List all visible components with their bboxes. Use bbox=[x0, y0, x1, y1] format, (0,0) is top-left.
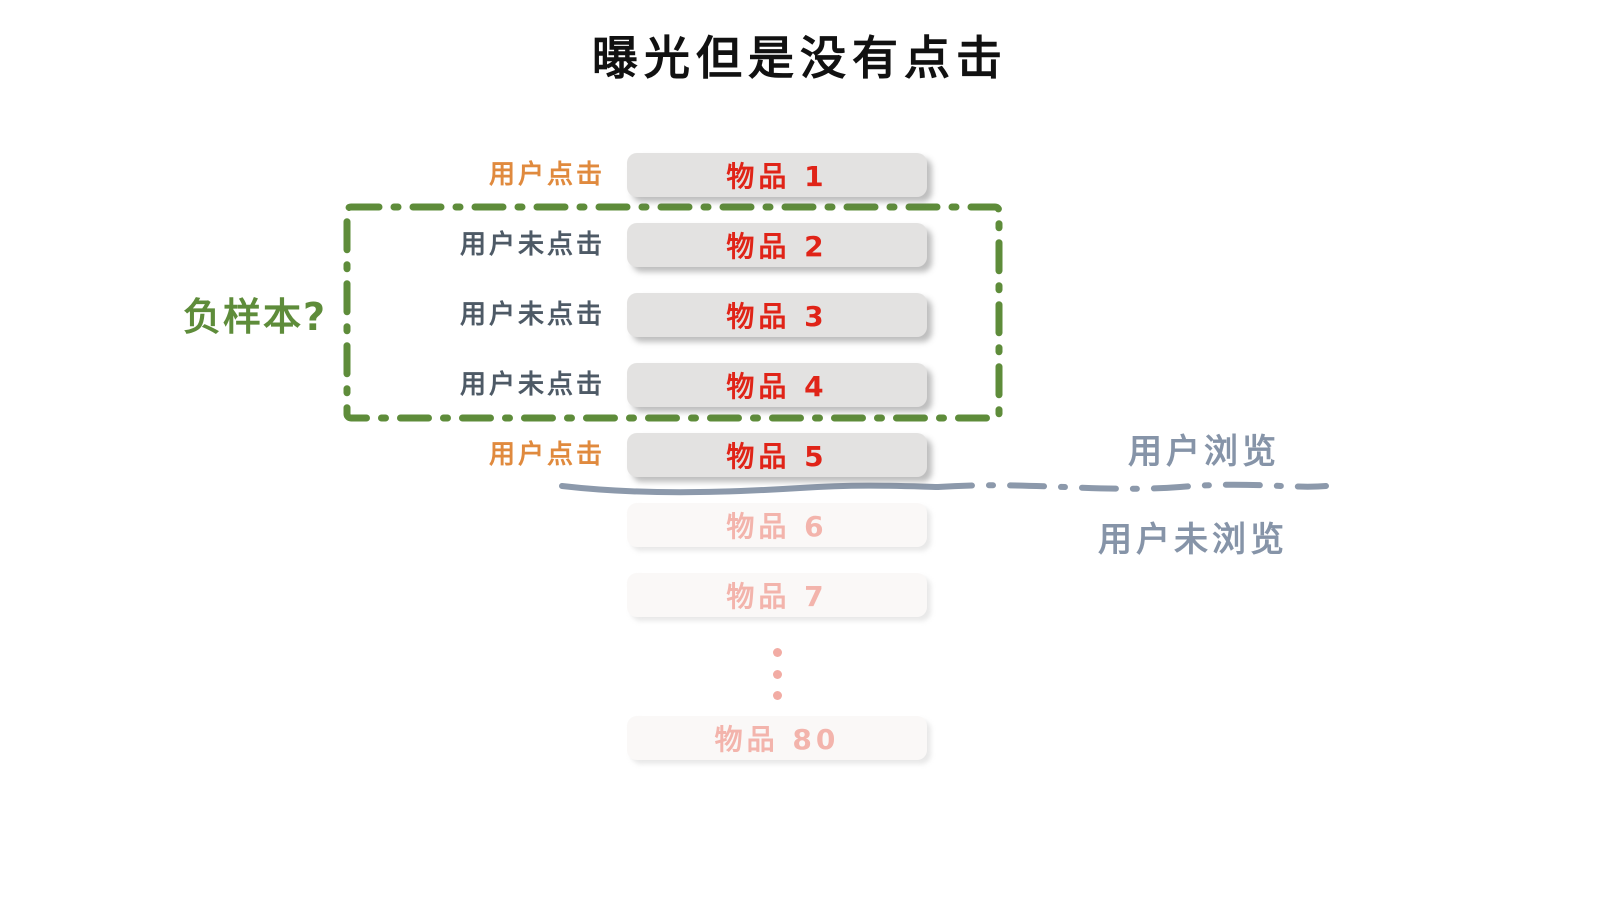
item-row-3: 用户未点击 物品 3 bbox=[0, 293, 1600, 337]
item-label: 物品 80 bbox=[714, 723, 840, 756]
item-box: 物品 5 bbox=[627, 433, 927, 477]
item-label: 物品 4 bbox=[726, 370, 828, 403]
negative-sample-label: 负样本? bbox=[183, 295, 328, 339]
item-row-5: 用户点击 物品 5 bbox=[0, 433, 1600, 477]
dot bbox=[772, 669, 782, 679]
item-box: 物品 6 bbox=[627, 503, 927, 547]
user-action-label: 用户点击 bbox=[488, 160, 605, 190]
browse-divider-dashdot bbox=[935, 481, 1329, 492]
item-label: 物品 5 bbox=[726, 440, 828, 473]
item-row-6: 物品 6 bbox=[0, 503, 1600, 547]
browse-divider-solid bbox=[559, 482, 941, 496]
item-label: 物品 1 bbox=[726, 160, 828, 193]
item-label: 物品 6 bbox=[726, 510, 828, 543]
item-row-7: 物品 7 bbox=[0, 573, 1600, 617]
item-label: 物品 3 bbox=[726, 300, 828, 333]
user-action-label: 用户未点击 bbox=[459, 370, 605, 400]
item-label: 物品 2 bbox=[726, 230, 828, 263]
user-not-viewed-label: 用户未浏览 bbox=[1098, 520, 1288, 560]
item-row-80: 物品 80 bbox=[0, 716, 1600, 760]
dot bbox=[772, 648, 782, 657]
user-action-label: 用户点击 bbox=[488, 440, 605, 470]
ellipsis-dots-icon bbox=[770, 648, 784, 700]
page-title: 曝光但是没有点击 bbox=[592, 31, 1008, 85]
item-row-4: 用户未点击 物品 4 bbox=[0, 363, 1600, 407]
user-action-label: 用户未点击 bbox=[459, 300, 605, 330]
item-row-2: 用户未点击 物品 2 bbox=[0, 223, 1600, 267]
item-row-1: 用户点击 物品 1 bbox=[0, 153, 1600, 197]
item-label: 物品 7 bbox=[726, 580, 828, 613]
dot bbox=[772, 691, 782, 700]
user-viewed-label: 用户浏览 bbox=[1128, 432, 1280, 472]
item-box: 物品 80 bbox=[627, 716, 927, 760]
item-box: 物品 2 bbox=[627, 223, 927, 267]
item-box: 物品 1 bbox=[627, 153, 927, 197]
item-box: 物品 3 bbox=[627, 293, 927, 337]
item-box: 物品 4 bbox=[627, 363, 927, 407]
item-box: 物品 7 bbox=[627, 573, 927, 617]
user-action-label: 用户未点击 bbox=[459, 230, 605, 260]
